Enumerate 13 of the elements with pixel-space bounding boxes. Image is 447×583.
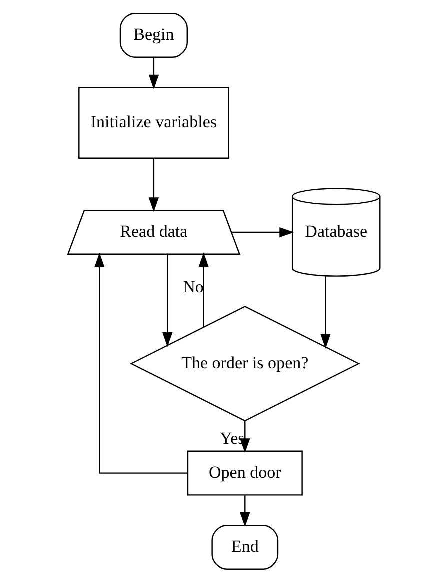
node-box: Begin xyxy=(119,13,188,58)
node-box: End xyxy=(211,525,278,570)
arrow xyxy=(231,227,294,238)
arrow xyxy=(94,252,188,474)
arrow xyxy=(162,254,172,348)
arrow xyxy=(198,252,208,328)
node-box: Open door xyxy=(186,450,302,496)
node-box: Initialize variables xyxy=(78,87,229,159)
arrow xyxy=(320,276,330,349)
arrow xyxy=(240,496,250,528)
node-diamond: The order is open? xyxy=(130,306,360,422)
arrow xyxy=(148,158,159,212)
arrow xyxy=(148,58,159,90)
